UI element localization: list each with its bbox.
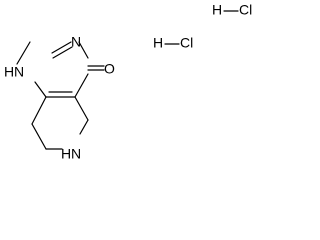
- atom-label-o: O: [104, 61, 115, 77]
- bond-c2-n3-double: [52, 46, 73, 59]
- bond-c5-n6: [79, 119, 89, 135]
- bond-n3-c4: [78, 41, 89, 59]
- atom-label-n3: N: [71, 34, 81, 50]
- bond-c8a-n1: [34, 81, 47, 98]
- atom-label-n1h-h: H: [4, 64, 14, 80]
- atom-label-n1h-n: N: [14, 64, 24, 80]
- bond-c8-c8a: [31, 96, 47, 125]
- salt-1-cl: Cl: [239, 2, 252, 18]
- atom-label-n6h-h: H: [61, 146, 71, 162]
- bond-c2-n3: [51, 41, 72, 54]
- chemical-structure-diagram: H N N O H N H Cl H Cl: [4, 2, 252, 162]
- hydrochloride-salt-1: H Cl: [212, 2, 252, 18]
- bond-set: [16, 41, 105, 150]
- atom-label-n6h-n: N: [71, 146, 81, 162]
- hydrochloride-salt-2: H Cl: [153, 35, 193, 51]
- salt-1-h: H: [212, 2, 222, 18]
- atom-labels: H N N O H N: [4, 34, 115, 162]
- bond-c4-c4a: [74, 73, 89, 98]
- salt-2-h: H: [153, 35, 163, 51]
- bond-c2-n1: [16, 41, 31, 65]
- salt-2-cl: Cl: [180, 35, 193, 51]
- bond-c7-c8: [31, 123, 47, 150]
- bond-c4a-c5: [74, 96, 89, 121]
